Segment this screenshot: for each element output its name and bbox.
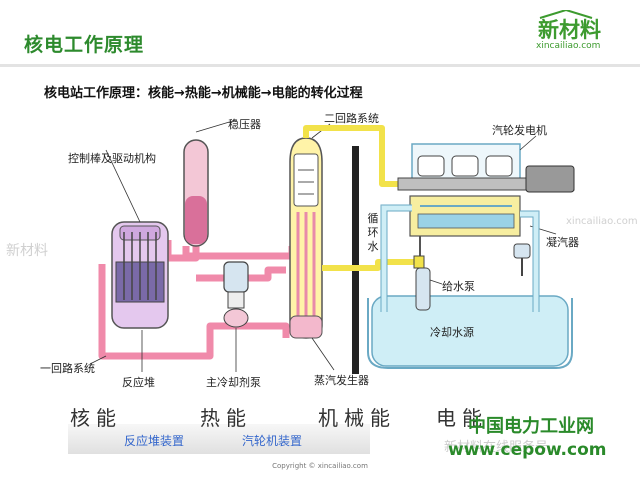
label-condenser: 凝汽器 (546, 236, 579, 249)
energy-nuclear: 核能 (70, 406, 122, 430)
label-main-coolant-pump: 主冷却剂泵 (206, 376, 261, 389)
containment-wall (352, 146, 359, 374)
cooling-water-pipes (381, 205, 539, 312)
slide-subtitle: 核电站工作原理：核能→热能→机械能→电能的转化过程 (44, 86, 363, 101)
turbine-device-label: 汽轮机装置 (242, 434, 303, 448)
label-pressurizer: 稳压器 (228, 118, 261, 131)
watermark-left: 新材料 (6, 243, 48, 259)
steam-generator (289, 137, 323, 339)
slide-title: 核电工作原理 (24, 34, 145, 56)
roof-icon (539, 10, 593, 19)
energy-thermal: 热能 (200, 406, 252, 430)
watermark-wechat: 新材料在线服务号 (444, 440, 549, 455)
feedwater-pump (413, 255, 431, 311)
turbine-generator (397, 143, 575, 193)
copyright-notice: Copyright © xincailiao.com (272, 462, 368, 470)
label-feedwater-pump: 给水泵 (442, 280, 475, 293)
cooling-water-pool (371, 295, 569, 367)
reactor-vessel (111, 221, 169, 329)
brand-logo: 新材料 xincailiao.com (530, 10, 630, 56)
label-circulating-water: 循环水 (367, 212, 379, 253)
logo-name: 新材料 (538, 18, 601, 42)
cooling-water-pump (513, 243, 531, 276)
energy-electric: 电能 (436, 406, 488, 430)
watermark-right: xincailiao.com (566, 216, 638, 227)
footer-site-url: www.cepow.com (448, 440, 607, 460)
energy-flow-band (68, 424, 370, 454)
title-divider (0, 64, 640, 67)
logo-url: xincailiao.com (536, 41, 601, 51)
label-control-rods: 控制棒及驱动机构 (68, 152, 156, 165)
main-coolant-pump (223, 261, 249, 328)
condenser (409, 195, 521, 258)
footer-site-name: 中国电力工业网 (468, 416, 594, 437)
energy-mechanical: 机械能 (318, 406, 396, 430)
label-steam-generator: 蒸汽发生器 (314, 374, 369, 387)
label-reactor: 反应堆 (122, 376, 155, 389)
label-turbine-generator: 汽轮发电机 (492, 124, 547, 137)
secondary-loop-pipes (303, 125, 414, 271)
label-cooling-source: 冷却水源 (430, 326, 474, 339)
reactor-device-label: 反应堆装置 (124, 434, 185, 448)
pressurizer (183, 139, 209, 247)
pool-rim (367, 298, 573, 369)
label-secondary-loop: 二回路系统 (324, 112, 379, 125)
label-primary-loop: 一回路系统 (40, 362, 95, 375)
